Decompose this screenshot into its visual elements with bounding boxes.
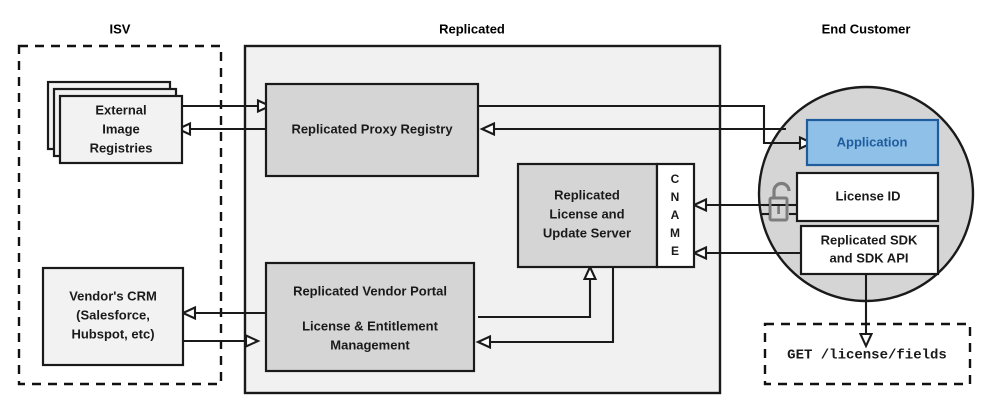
node-label-vendors-crm-line2: (Salesforce, [76, 307, 150, 322]
node-label-replicated-sdk-line1: Replicated SDK [821, 232, 918, 247]
connector-application-to-proxy [479, 121, 786, 137]
node-label-vendors-crm-line1: Vendor's CRM [69, 288, 157, 303]
node-vendors-crm[interactable]: Vendor's CRM (Salesforce, Hubspot, etc) [41, 266, 185, 367]
node-replicated-sdk[interactable]: Replicated SDK and SDK API [799, 224, 940, 276]
node-label-external-image-registries-line2: Image [102, 121, 140, 136]
connector-registries-to-proxy [182, 98, 273, 114]
node-replicated-proxy-registry[interactable]: Replicated Proxy Registry [264, 82, 480, 178]
cname-letter-e: E [671, 244, 679, 258]
node-license-fields-request[interactable]: GET /license/fields [763, 322, 972, 386]
node-label-license-id: License ID [835, 188, 900, 203]
node-label-application: Application [837, 134, 908, 149]
node-label-vendor-portal-line4: Management [330, 337, 410, 352]
connector-vendor-portal-to-crm [180, 305, 266, 321]
connector-license-server-to-vendor-portal [475, 267, 615, 350]
node-label-vendors-crm-line3: Hubspot, etc) [71, 326, 154, 341]
connector-license-id-to-cname [691, 197, 795, 213]
cname-letter-c: C [671, 172, 680, 186]
node-label-license-server-line3: Update Server [543, 225, 631, 240]
zone-title-replicated: Replicated [439, 21, 505, 36]
connector-proxy-to-registries [175, 121, 266, 137]
node-license-id[interactable]: License ID [795, 171, 940, 223]
node-external-image-registries[interactable]: External Image Registries [46, 80, 184, 165]
zone-boundary-isv [17, 44, 223, 386]
connector-sdk-to-cname [691, 245, 801, 261]
node-label-license-server-line1: Replicated [554, 187, 620, 202]
zone-title-end-customer: End Customer [822, 21, 911, 36]
connector-vendor-portal-to-license-server [478, 264, 598, 319]
unlocked-padlock-icon [762, 181, 796, 222]
node-label-replicated-proxy-registry: Replicated Proxy Registry [291, 121, 453, 136]
node-label-license-server-line2: License and [549, 206, 624, 221]
node-label-external-image-registries-line3: Registries [90, 140, 153, 155]
node-replicated-vendor-portal[interactable]: Replicated Vendor Portal License & Entit… [264, 261, 476, 373]
cname-letter-a: A [671, 208, 680, 222]
node-label-replicated-sdk-line2: and SDK API [830, 250, 909, 265]
node-replicated-license-update-server[interactable]: Replicated License and Update Server [516, 162, 659, 269]
node-label-vendor-portal-line1: Replicated Vendor Portal [293, 283, 447, 298]
node-label-vendor-portal-line3: License & Entitlement [302, 318, 438, 333]
cname-letter-m: M [670, 226, 680, 240]
cname-letter-n: N [671, 190, 680, 204]
node-cname-strip[interactable]: C N A M E [655, 162, 696, 269]
node-application[interactable]: Application [805, 118, 940, 167]
zone-title-isv: ISV [110, 21, 131, 36]
connector-crm-to-vendor-portal [183, 333, 261, 349]
node-label-license-fields-request: GET /license/fields [787, 348, 947, 364]
node-label-external-image-registries-line1: External [95, 102, 146, 117]
